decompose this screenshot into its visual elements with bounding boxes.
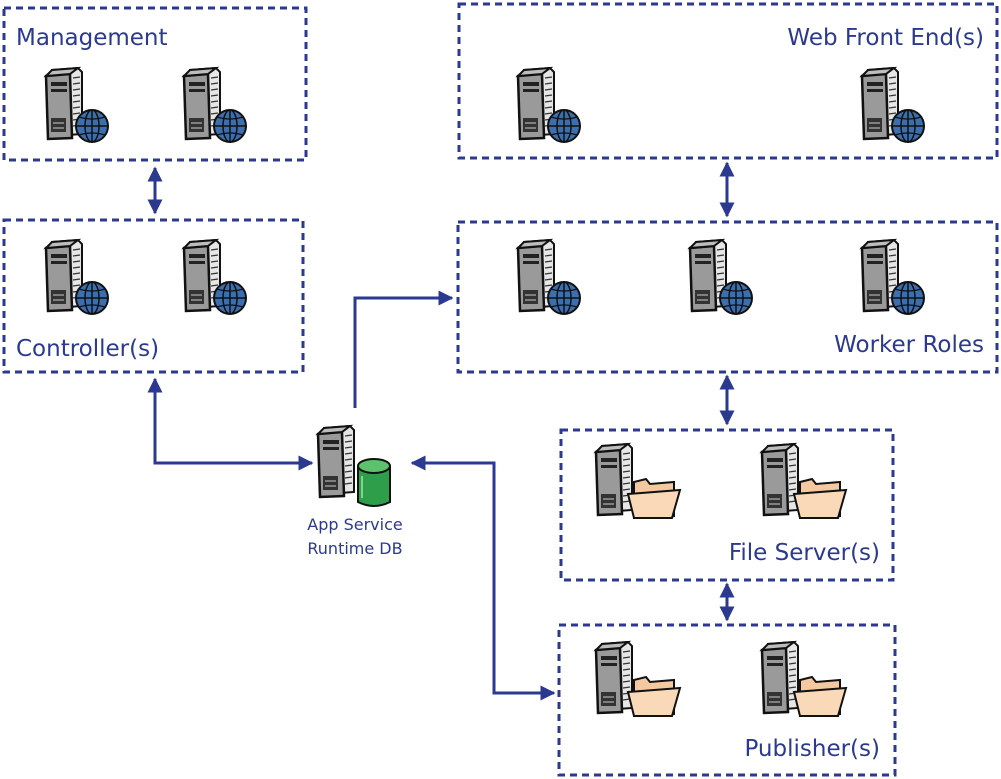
web-server-icon bbox=[184, 240, 246, 314]
database-server-icon bbox=[318, 426, 390, 506]
file-server-group-box bbox=[559, 428, 895, 582]
web-server-icon bbox=[46, 240, 108, 314]
publisher-group-box bbox=[557, 623, 897, 777]
controller-db-connector bbox=[147, 377, 314, 471]
management-label: Management bbox=[16, 25, 168, 51]
db-publisher-connector bbox=[410, 455, 556, 701]
publisher-label: Publisher(s) bbox=[744, 736, 880, 762]
runtime-db-label-line2: Runtime DB bbox=[307, 539, 402, 558]
controller-label: Controller(s) bbox=[16, 336, 159, 362]
worker-roles-group-box bbox=[456, 220, 999, 374]
web-server-icon bbox=[862, 68, 924, 142]
web-server-icon bbox=[46, 68, 108, 142]
management-group-box bbox=[2, 6, 308, 162]
file-server-label: File Server(s) bbox=[729, 540, 880, 566]
db-worker-connector bbox=[353, 290, 454, 408]
file-server-icon bbox=[762, 444, 846, 518]
runtime-db-label-line1: App Service bbox=[307, 515, 402, 534]
web-server-icon bbox=[518, 68, 580, 142]
worker-roles-label: Worker Roles bbox=[834, 332, 984, 358]
file-server-icon bbox=[596, 642, 680, 716]
web-front-end-label: Web Front End(s) bbox=[787, 25, 984, 51]
controller-group-box bbox=[2, 218, 305, 374]
file-server-icon bbox=[762, 642, 846, 716]
web-server-icon bbox=[518, 240, 580, 314]
web-server-icon bbox=[690, 240, 752, 314]
web-server-icon bbox=[184, 68, 246, 142]
file-server-icon bbox=[596, 444, 680, 518]
web-front-end-group-box bbox=[457, 2, 999, 160]
web-server-icon bbox=[862, 240, 924, 314]
